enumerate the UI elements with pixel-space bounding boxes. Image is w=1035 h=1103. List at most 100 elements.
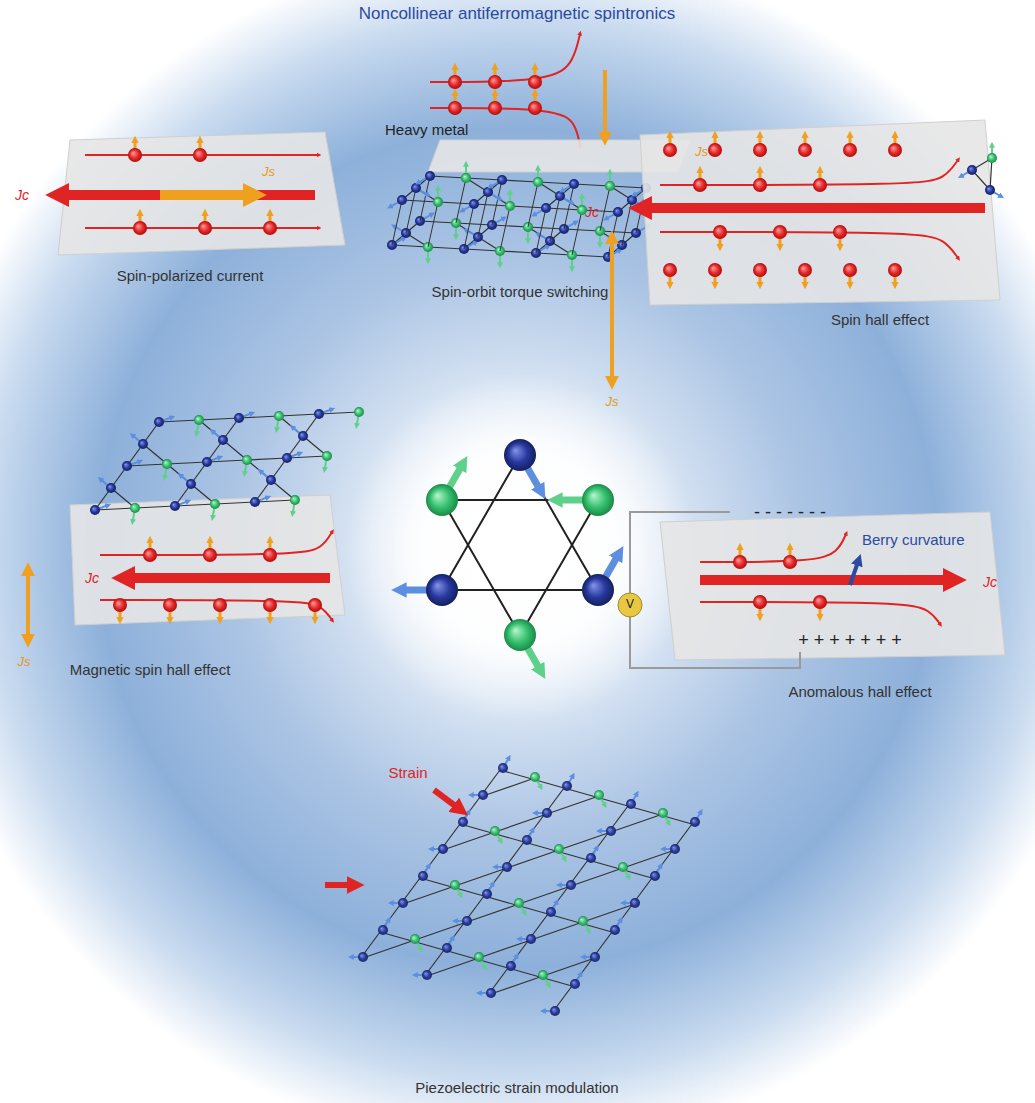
magnetic-atom xyxy=(162,459,172,469)
lattice-bond xyxy=(538,182,574,184)
electron xyxy=(798,263,812,277)
magnetic-atom xyxy=(314,409,324,419)
electron xyxy=(733,555,747,569)
charge-current-arrow xyxy=(645,203,985,213)
magnetic-atom xyxy=(194,415,204,425)
electron xyxy=(263,548,277,562)
magnetic-atom xyxy=(566,880,576,890)
magnetic-atom xyxy=(506,961,516,971)
panel-caption: Spin-polarized current xyxy=(117,267,264,284)
strain-arrow xyxy=(325,882,352,888)
magnetic-atom xyxy=(533,177,543,187)
magnetic-atom xyxy=(210,499,220,509)
strain-arrow xyxy=(434,790,458,808)
charge-current-arrow xyxy=(700,575,950,585)
magnetic-atom xyxy=(538,970,548,980)
electron xyxy=(528,75,542,89)
interlayer-bond xyxy=(464,204,474,249)
charge-current-arrow xyxy=(62,190,315,200)
film-plate xyxy=(58,132,345,255)
magnetic-atom xyxy=(578,916,588,926)
electron xyxy=(663,263,677,277)
electron xyxy=(693,178,707,192)
lattice-bond xyxy=(392,245,428,247)
lattice-bond xyxy=(247,458,287,460)
electron xyxy=(843,143,857,157)
hexagram-line xyxy=(442,500,598,635)
electron xyxy=(753,178,767,192)
lattice-bond xyxy=(474,204,510,206)
magnetic-atom xyxy=(530,772,540,782)
magnetic-atom xyxy=(474,952,484,962)
spin-current-arrow xyxy=(26,572,30,638)
magnetic-atom xyxy=(398,898,408,908)
magnetic-atom xyxy=(627,195,637,205)
electron-path xyxy=(660,232,958,258)
interlayer-bond xyxy=(428,202,438,247)
berry-curvature-arrow xyxy=(850,562,858,585)
electron xyxy=(143,548,157,562)
magnetic-atom xyxy=(138,439,148,449)
interlayer-bond xyxy=(392,200,402,245)
magnetic-atom xyxy=(461,173,471,183)
lattice-bond xyxy=(438,202,474,204)
current-symbol: Js xyxy=(262,165,275,180)
lattice-bond xyxy=(428,247,464,249)
electron xyxy=(263,598,277,612)
current-symbol: Js xyxy=(18,655,31,670)
magnetic-atom xyxy=(606,826,616,836)
electron xyxy=(708,143,722,157)
electron xyxy=(713,225,727,239)
film-plate xyxy=(70,495,345,625)
magnetic-atom xyxy=(234,413,244,423)
lattice-bond xyxy=(279,414,319,416)
magnetic-atom xyxy=(985,185,995,195)
lattice-bond xyxy=(456,223,492,225)
charge-current-arrow xyxy=(128,573,330,583)
magnetic-atom xyxy=(498,763,508,773)
electron xyxy=(488,101,502,115)
magnetic-atom xyxy=(526,934,536,944)
magnetic-atom xyxy=(242,455,252,465)
magnetic-atom xyxy=(605,181,615,191)
interlayer-bond xyxy=(550,196,560,241)
magnetic-atom xyxy=(250,497,260,507)
interlayer-bond xyxy=(600,186,610,231)
magnetic-atom xyxy=(482,889,492,899)
electron xyxy=(708,263,722,277)
electron-path xyxy=(430,34,580,82)
electron xyxy=(888,143,902,157)
material-label: Heavy metal xyxy=(385,121,468,138)
magnetic-atom xyxy=(170,501,180,511)
hexagram-line xyxy=(442,455,598,590)
lattice-bond xyxy=(536,253,572,255)
lattice-bond xyxy=(135,506,175,508)
voltmeter-label: V xyxy=(626,598,634,612)
magnetic-atom xyxy=(354,407,364,417)
electron xyxy=(488,75,502,89)
interlayer-bond xyxy=(572,210,582,255)
title: Noncollinear antiferromagnetic spintroni… xyxy=(359,4,676,24)
lattice-bond xyxy=(199,418,239,420)
magnetic-atom xyxy=(274,411,284,421)
magnetic-atom xyxy=(582,574,614,606)
electron-path xyxy=(700,534,846,562)
electron xyxy=(813,178,827,192)
magnetic-atom xyxy=(426,484,458,516)
magnetic-atom xyxy=(298,431,308,441)
magnetic-atom xyxy=(462,916,472,926)
electron xyxy=(528,101,542,115)
magnetic-atom xyxy=(322,451,332,461)
lattice-bond xyxy=(215,502,255,504)
interlayer-bond xyxy=(492,180,502,225)
magnetic-atom xyxy=(504,619,536,651)
panel-caption: Anomalous hall effect xyxy=(788,683,931,700)
interlayer-bond xyxy=(500,206,510,251)
magnetic-atom xyxy=(546,907,556,917)
electron xyxy=(448,101,462,115)
magnetic-atom xyxy=(582,484,614,516)
magnetic-atom xyxy=(594,790,604,800)
magnetic-atom xyxy=(433,197,443,207)
magnetic-atom xyxy=(569,179,579,189)
magnetic-atom xyxy=(618,862,628,872)
